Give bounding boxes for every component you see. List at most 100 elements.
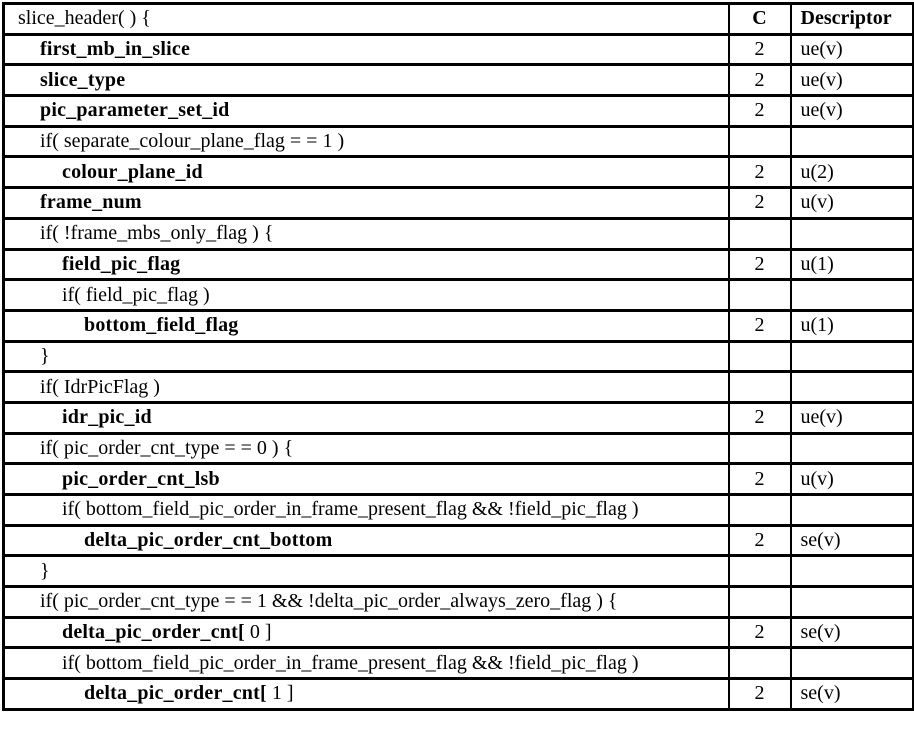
syntax-suffix: 0 ]: [244, 621, 272, 644]
c-cell: 2: [727, 677, 792, 711]
table-body: first_mb_in_slice 2 ue(v) slice_type 2 u…: [2, 32, 914, 711]
syntax-cell: idr_pic_id: [2, 400, 730, 435]
c-cell: 2: [727, 186, 792, 220]
syntax-text: if( field_pic_flag ): [62, 283, 210, 306]
syntax-text: slice_type: [40, 68, 126, 91]
c-cell: [727, 339, 792, 374]
table-row: pic_parameter_set_id 2 ue(v): [2, 94, 914, 128]
syntax-text: first_mb_in_slice: [40, 38, 191, 61]
table-row: slice_type 2 ue(v): [2, 63, 914, 98]
descriptor-cell: [789, 431, 914, 466]
syntax-text: }: [40, 559, 50, 582]
descriptor-cell: [789, 554, 914, 589]
descriptor-cell: [789, 370, 914, 404]
c-cell: [727, 554, 792, 589]
table-row: if( bottom_field_pic_order_in_frame_pres…: [2, 646, 914, 681]
descriptor-cell: [789, 216, 914, 251]
syntax-cell: }: [2, 554, 730, 589]
descriptor-cell: [789, 493, 914, 527]
c-cell: 2: [727, 400, 792, 435]
descriptor-cell: u(v): [789, 462, 914, 496]
syntax-cell: field_pic_flag: [2, 247, 730, 282]
syntax-cell: if( pic_order_cnt_type = = 0 ) {: [2, 431, 730, 466]
syntax-text: idr_pic_id: [62, 406, 152, 429]
c-cell: 2: [727, 247, 792, 282]
c-cell: [727, 585, 792, 619]
syntax-text: delta_pic_order_cnt[: [62, 621, 245, 644]
syntax-text: delta_pic_order_cnt[: [84, 682, 267, 705]
syntax-text: delta_pic_order_cnt_bottom: [84, 529, 333, 552]
table-row: colour_plane_id 2 u(2): [2, 155, 914, 190]
syntax-cell: first_mb_in_slice: [2, 32, 730, 67]
syntax-cell: pic_order_cnt_lsb: [2, 462, 730, 496]
c-cell: 2: [727, 63, 792, 98]
syntax-cell: if( bottom_field_pic_order_in_frame_pres…: [2, 493, 730, 527]
c-cell: 2: [727, 155, 792, 190]
table-row: first_mb_in_slice 2 ue(v): [2, 32, 914, 67]
syntax-text: if( pic_order_cnt_type = = 1 && !delta_p…: [40, 590, 618, 613]
table-row: if( pic_order_cnt_type = = 1 && !delta_p…: [2, 585, 914, 619]
table-row: delta_pic_order_cnt_bottom 2 se(v): [2, 523, 914, 558]
syntax-cell: colour_plane_id: [2, 155, 730, 190]
c-cell: 2: [727, 462, 792, 496]
table-row: pic_order_cnt_lsb 2 u(v): [2, 462, 914, 496]
syntax-text: field_pic_flag: [62, 252, 181, 275]
syntax-cell: if( pic_order_cnt_type = = 1 && !delta_p…: [2, 585, 730, 619]
table-row: }: [2, 554, 914, 589]
descriptor-cell: ue(v): [789, 63, 914, 98]
syntax-cell: delta_pic_order_cnt_bottom: [2, 523, 730, 558]
syntax-cell: delta_pic_order_cnt[ 0 ]: [2, 615, 730, 650]
syntax-cell: frame_num: [2, 186, 730, 220]
syntax-text: bottom_field_flag: [84, 314, 239, 337]
descriptor-cell: ue(v): [789, 94, 914, 128]
descriptor-cell: se(v): [789, 523, 914, 558]
syntax-text: pic_parameter_set_id: [40, 99, 230, 122]
c-cell: 2: [727, 615, 792, 650]
table-row: if( pic_order_cnt_type = = 0 ) {: [2, 431, 914, 466]
c-cell: [727, 124, 792, 159]
syntax-cell: }: [2, 339, 730, 374]
syntax-text: if( pic_order_cnt_type = = 0 ) {: [40, 436, 294, 459]
table-row: if( field_pic_flag ): [2, 278, 914, 312]
syntax-cell: bottom_field_flag: [2, 308, 730, 343]
descriptor-cell: u(1): [789, 247, 914, 282]
syntax-text: }: [40, 344, 50, 367]
syntax-cell: if( field_pic_flag ): [2, 278, 730, 312]
descriptor-cell: ue(v): [789, 32, 914, 67]
syntax-cell: pic_parameter_set_id: [2, 94, 730, 128]
table-row: delta_pic_order_cnt[ 1 ] 2 se(v): [2, 677, 914, 711]
syntax-cell: if( IdrPicFlag ): [2, 370, 730, 404]
syntax-text: if( !frame_mbs_only_flag ) {: [40, 222, 274, 245]
table-row: }: [2, 339, 914, 374]
c-cell: [727, 646, 792, 681]
table-row: delta_pic_order_cnt[ 0 ] 2 se(v): [2, 615, 914, 650]
c-cell: 2: [727, 308, 792, 343]
syntax-text: if( bottom_field_pic_order_in_frame_pres…: [62, 498, 639, 521]
syntax-function-header: slice_header( ) {: [2, 2, 730, 36]
descriptor-cell: u(1): [789, 308, 914, 343]
syntax-text: frame_num: [40, 191, 142, 214]
c-cell: [727, 370, 792, 404]
syntax-text: if( bottom_field_pic_order_in_frame_pres…: [62, 651, 639, 674]
c-cell: [727, 216, 792, 251]
descriptor-cell: se(v): [789, 677, 914, 711]
syntax-cell: delta_pic_order_cnt[ 1 ]: [2, 677, 730, 711]
table-row: if( bottom_field_pic_order_in_frame_pres…: [2, 493, 914, 527]
syntax-cell: if( bottom_field_pic_order_in_frame_pres…: [2, 646, 730, 681]
table-row: if( !frame_mbs_only_flag ) {: [2, 216, 914, 251]
table-row: if( IdrPicFlag ): [2, 370, 914, 404]
descriptor-cell: ue(v): [789, 400, 914, 435]
descriptor-cell: [789, 124, 914, 159]
table-header-row: slice_header( ) { C Descriptor: [2, 2, 914, 36]
descriptor-cell: [789, 278, 914, 312]
syntax-cell: slice_type: [2, 63, 730, 98]
descriptor-cell: u(2): [789, 155, 914, 190]
syntax-cell: if( !frame_mbs_only_flag ) {: [2, 216, 730, 251]
syntax-text: if( IdrPicFlag ): [40, 375, 160, 398]
table-row: frame_num 2 u(v): [2, 186, 914, 220]
descriptor-cell: se(v): [789, 615, 914, 650]
syntax-text: pic_order_cnt_lsb: [62, 467, 220, 490]
column-header-c: C: [727, 2, 792, 36]
descriptor-cell: u(v): [789, 186, 914, 220]
syntax-suffix: 1 ]: [266, 682, 294, 705]
